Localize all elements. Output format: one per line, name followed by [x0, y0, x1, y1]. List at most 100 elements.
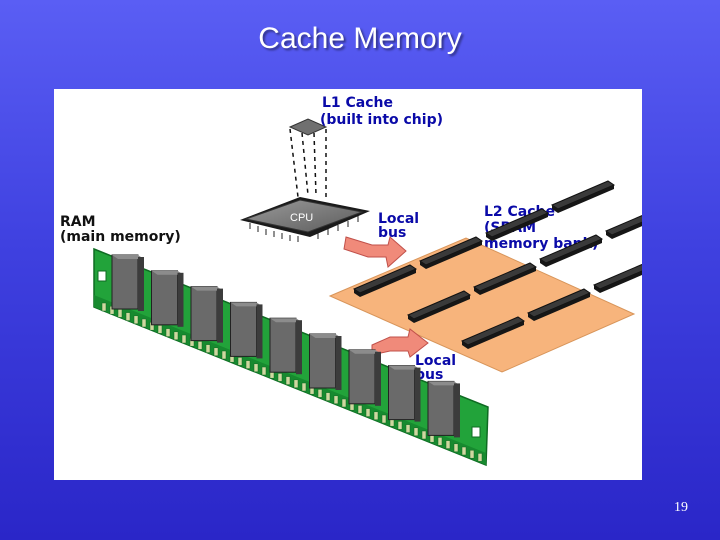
- sram-chip-edge: [594, 271, 642, 293]
- ram-contact: [221, 350, 227, 360]
- ram-contact: [317, 389, 323, 398]
- ram-chip: [269, 317, 297, 373]
- ram-contact: [213, 347, 219, 357]
- ram-contact: [469, 449, 475, 459]
- cache-diagram: L1 Cache (built into chip) CPU RAM (main…: [54, 89, 642, 480]
- ram-contact: [453, 443, 459, 453]
- ram-contact: [293, 379, 299, 389]
- ram-contact: [125, 312, 131, 321]
- ram-chip-side: [335, 336, 342, 390]
- ram-contact: [405, 424, 411, 433]
- ram-chip-top: [270, 318, 302, 323]
- sram-chip-edge: [408, 295, 470, 323]
- cpu-chip: CPU: [240, 197, 370, 242]
- ram-contact: [357, 405, 363, 414]
- ram-chip: [388, 365, 415, 421]
- sram-chip: [550, 180, 616, 210]
- slide-title: Cache Memory: [258, 22, 462, 55]
- ram-contact: [373, 411, 379, 421]
- ram-chip-side: [177, 272, 184, 327]
- ram-chip: [427, 380, 455, 436]
- local-bus-lower-label: Local bus: [415, 353, 461, 383]
- ram-chip: [230, 301, 257, 357]
- local-bus-label-line: Local: [378, 211, 419, 227]
- ram-contact: [325, 392, 331, 401]
- local-bus-upper-label: Local bus: [378, 211, 424, 241]
- sram-chip-edge: [606, 222, 642, 239]
- ram-chip-top: [349, 349, 381, 354]
- sram-chip-edge: [354, 269, 416, 297]
- ram-chips: [111, 254, 460, 438]
- local-bus-label-line: bus: [415, 367, 443, 383]
- ram-label-line: (main memory): [60, 229, 181, 245]
- ram-chip-side: [414, 367, 421, 422]
- ram-contact: [245, 360, 251, 369]
- local-bus-label-line: Local: [415, 353, 456, 369]
- ram-chip: [111, 254, 139, 310]
- ram-contact: [461, 446, 467, 456]
- ram-contact: [197, 341, 203, 350]
- ram-contact: [205, 344, 211, 353]
- ram-chip-top: [309, 334, 342, 338]
- ram-chip: [151, 270, 178, 326]
- ram-contacts: [101, 302, 483, 462]
- ram-contact: [397, 421, 403, 430]
- ram-contact: [277, 373, 283, 382]
- ram-chip-top: [151, 270, 184, 275]
- ram-chip: [190, 286, 218, 342]
- page-number: 19: [674, 500, 688, 515]
- ram-chip-side: [296, 320, 302, 375]
- sram-chip-edge: [552, 185, 614, 213]
- ram-contact: [437, 437, 443, 446]
- sram-chip-edge: [540, 239, 602, 267]
- ram-contact: [165, 328, 171, 337]
- ram-contact: [173, 331, 179, 341]
- ram-chip: [348, 349, 376, 405]
- ram-chip-side: [217, 288, 223, 343]
- ram-chip-top: [388, 365, 421, 370]
- cpu-pins: [249, 216, 359, 242]
- cpu-label: CPU: [290, 212, 313, 224]
- l1-cache-die: [288, 118, 328, 198]
- ram-label: RAM (main memory): [60, 214, 181, 245]
- ram-chip-side: [256, 304, 263, 359]
- ram-contact: [253, 363, 259, 373]
- ram-contact: [141, 318, 147, 328]
- sram-chip-edge: [474, 267, 536, 295]
- ram-chip: [309, 333, 336, 389]
- sram-chip-edge: [486, 213, 548, 241]
- sram-chip-edge: [462, 321, 524, 349]
- l1-cache-label-line: (built into chip): [320, 112, 443, 128]
- ram-contact: [477, 453, 483, 462]
- ram-chip-side: [375, 351, 381, 406]
- ram-contact: [301, 382, 307, 392]
- ram-chip-top: [230, 302, 263, 307]
- ram-contact: [333, 395, 339, 405]
- ram-chip-side: [138, 257, 144, 311]
- ram-chip-top: [191, 286, 223, 291]
- cache-diagram-svg: L1 Cache (built into chip) CPU RAM (main…: [60, 95, 642, 467]
- ram-contact: [237, 357, 243, 366]
- ram-chip-side: [454, 383, 460, 438]
- ram-contact: [381, 414, 387, 424]
- ram-contact: [341, 398, 347, 408]
- ram-contact: [101, 302, 107, 312]
- ram-contact: [261, 366, 267, 376]
- ram-contact: [413, 427, 419, 437]
- sram-chips: [352, 180, 642, 349]
- ram-contact: [133, 315, 139, 325]
- l1-cache-label-line: L1 Cache: [322, 95, 393, 111]
- local-bus-label-line: bus: [378, 225, 406, 241]
- l1-cache-label: L1 Cache (built into chip): [320, 95, 443, 128]
- ram-module: [93, 247, 489, 467]
- local-bus-upper-arrow: [343, 236, 407, 268]
- ram-contact: [285, 376, 291, 385]
- ram-contact: [365, 408, 371, 417]
- ram-contact: [157, 325, 163, 334]
- ram-label-line: RAM: [60, 214, 96, 230]
- ram-chip-top: [112, 255, 144, 259]
- ram-chip-top: [428, 381, 460, 386]
- sram-chip: [592, 263, 642, 290]
- ram-contact: [117, 309, 123, 318]
- l2-sram-board: [328, 180, 642, 373]
